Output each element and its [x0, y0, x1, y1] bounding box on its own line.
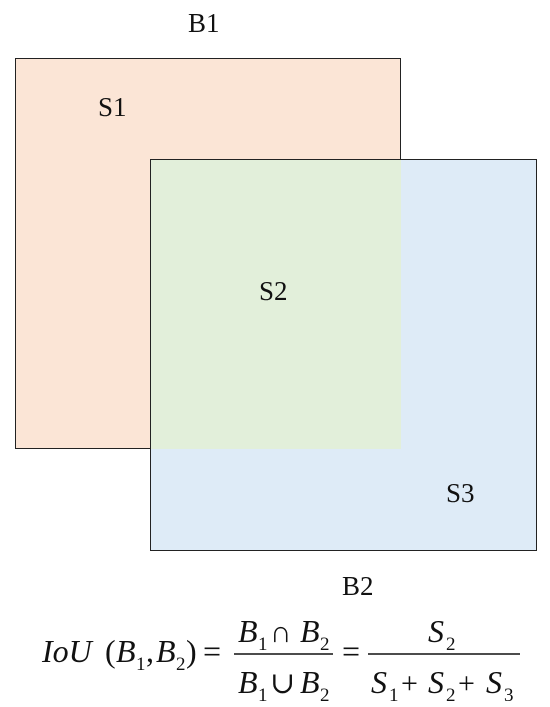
- formula-equals-1: =: [203, 633, 221, 669]
- formula-comma: ,: [146, 633, 154, 669]
- frac2-num-s2-sub: 2: [446, 634, 456, 655]
- frac1-num-b2-sub: 2: [320, 634, 330, 655]
- frac2-den-s3-sub: 3: [504, 685, 514, 706]
- frac1-den-b1-base: B: [238, 664, 258, 700]
- formula-close-paren: ): [186, 633, 197, 669]
- iou-formula: IoU ( B 1 , B 2 ) = B 1 ∩ B 2 B 1 ∪ B 2 …: [41, 613, 520, 706]
- frac2-den-s2-base: S: [428, 664, 444, 700]
- region-s3-label: S3: [446, 478, 475, 508]
- frac2-den-s3-base: S: [486, 664, 502, 700]
- formula-open-paren: (: [105, 633, 116, 669]
- intersection-region: [150, 159, 401, 449]
- frac1-intersection-symbol: ∩: [270, 616, 292, 649]
- frac1-num-b2-base: B: [300, 613, 320, 649]
- frac2-den-s1-sub: 1: [389, 685, 399, 706]
- box-b2-label: B2: [342, 571, 374, 601]
- frac2-plus-1: +: [401, 667, 418, 700]
- frac2-plus-2: +: [458, 667, 475, 700]
- region-s2-label: S2: [259, 276, 288, 306]
- box-b1-label: B1: [188, 8, 220, 38]
- frac2-num-s2-base: S: [428, 613, 444, 649]
- formula-b1-base: B: [116, 633, 136, 669]
- frac1-num-b1-sub: 1: [258, 634, 268, 655]
- formula-b1-sub: 1: [136, 654, 146, 675]
- formula-equals-2: =: [342, 633, 360, 669]
- formula-iou-function: IoU: [41, 633, 94, 669]
- frac1-den-b2-sub: 2: [320, 685, 330, 706]
- frac1-den-b1-sub: 1: [258, 685, 268, 706]
- frac1-den-b2-base: B: [300, 664, 320, 700]
- frac2-den-s2-sub: 2: [446, 685, 456, 706]
- frac2-den-s1-base: S: [371, 664, 387, 700]
- formula-b2-sub: 2: [176, 654, 186, 675]
- frac1-num-b1-base: B: [238, 613, 258, 649]
- region-s1-label: S1: [98, 92, 127, 122]
- formula-b2-base: B: [156, 633, 176, 669]
- frac1-union-symbol: ∪: [270, 667, 295, 700]
